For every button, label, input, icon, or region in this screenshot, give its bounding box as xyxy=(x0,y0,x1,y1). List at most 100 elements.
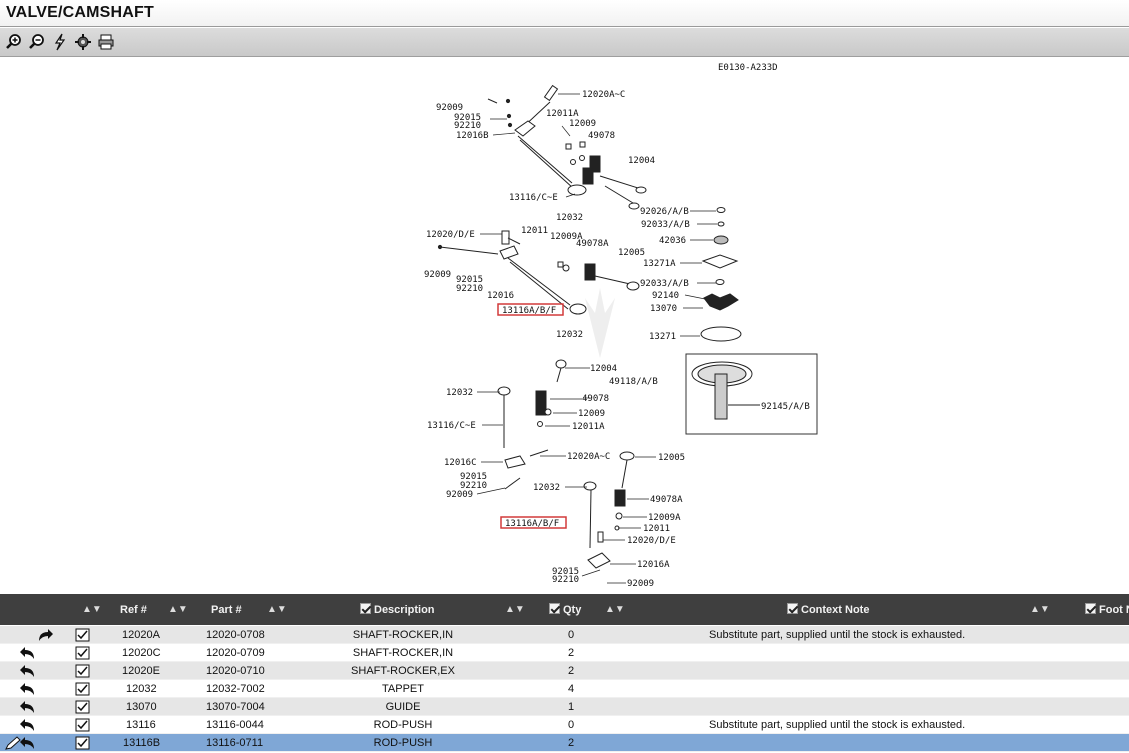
column-visible-checkbox[interactable] xyxy=(787,603,798,614)
add-to-cart-checkbox-icon[interactable] xyxy=(74,698,92,716)
table-row[interactable]: 13116 13116-0044 ROD-PUSH 0 Substitute p… xyxy=(0,716,1129,734)
part-number-cell[interactable]: 13116-0044 xyxy=(206,719,264,731)
callout-label: 12016 xyxy=(487,291,514,301)
table-row[interactable]: 12020A 12020-0708 SHAFT-ROCKER,IN 0 Subs… xyxy=(0,626,1129,644)
callout-label: 12032 xyxy=(556,330,583,340)
callout-label: 12016B xyxy=(456,131,489,141)
callout-label: 13271 xyxy=(649,332,676,342)
print-icon xyxy=(98,34,114,50)
column-header-label: Qty xyxy=(563,603,582,616)
callout-label: 92015 xyxy=(460,472,487,482)
zoom-in-button[interactable] xyxy=(3,31,25,53)
quick-action-button[interactable] xyxy=(49,31,71,53)
drawing-rocker-top xyxy=(487,84,729,245)
part-number-cell[interactable]: 13070-7004 xyxy=(206,701,265,713)
sort-icon[interactable]: ▲▼ xyxy=(168,604,188,615)
back-arrow-icon[interactable] xyxy=(19,662,37,680)
back-arrow-icon[interactable] xyxy=(19,680,37,698)
description-cell: SHAFT-ROCKER,IN xyxy=(352,629,454,641)
table-row[interactable]: 12032 12032-7002 TAPPET 4 xyxy=(0,680,1129,698)
ref-cell: 12020E xyxy=(122,665,160,677)
column-header-label: Context Note xyxy=(801,603,870,616)
callout-label: 12016C xyxy=(444,458,477,468)
table-row-selected[interactable]: 13116B 13116-0711 ROD-PUSH 2 xyxy=(0,734,1129,752)
edit-pencil-icon[interactable] xyxy=(4,734,22,752)
back-arrow-icon[interactable] xyxy=(19,734,37,752)
column-header-context-note[interactable]: Context Note xyxy=(787,594,869,625)
description-cell: ROD-PUSH xyxy=(373,737,433,749)
column-visible-checkbox[interactable] xyxy=(1085,603,1096,614)
callout-label: 12016A xyxy=(637,560,670,570)
column-header-description[interactable]: Description xyxy=(360,594,435,625)
callout-label: 49078 xyxy=(588,131,615,141)
callout-label: 92015 xyxy=(456,275,483,285)
highlight-box-upper xyxy=(497,303,564,316)
add-to-cart-checkbox-icon[interactable] xyxy=(74,734,92,752)
ref-cell: 13070 xyxy=(126,701,157,713)
watermark-logo xyxy=(585,288,615,358)
callout-label: 12005 xyxy=(618,248,645,258)
sort-icon[interactable]: ▲▼ xyxy=(82,604,102,615)
column-visible-checkbox[interactable] xyxy=(549,603,560,614)
ref-cell: 13116B xyxy=(123,737,161,749)
callout-label: 13116A/B/F xyxy=(502,306,556,316)
callout-label: 49078 xyxy=(582,394,609,404)
column-header-ref[interactable]: Ref # xyxy=(120,603,147,616)
add-to-cart-checkbox-icon[interactable] xyxy=(74,680,92,698)
qty-cell: 2 xyxy=(567,647,575,659)
context-note-cell: Substitute part, supplied until the stoc… xyxy=(709,629,966,641)
callout-label: 49118/A/B xyxy=(609,377,658,387)
parts-diagram[interactable]: E0130-A233D xyxy=(0,58,1129,593)
table-row[interactable]: 12020C 12020-0709 SHAFT-ROCKER,IN 2 xyxy=(0,644,1129,662)
back-arrow-icon[interactable] xyxy=(19,644,37,662)
lightning-icon xyxy=(54,33,66,51)
callout-label: 49078A xyxy=(650,495,683,505)
add-to-cart-checkbox-icon[interactable] xyxy=(74,644,92,662)
callout-label: 92210 xyxy=(460,481,487,491)
part-number-cell[interactable]: 12020-0710 xyxy=(206,665,265,677)
table-row[interactable]: 13070 13070-7004 GUIDE 1 xyxy=(0,698,1129,716)
callout-label: 92210 xyxy=(454,121,481,131)
print-button[interactable] xyxy=(95,31,117,53)
sort-icon[interactable]: ▲▼ xyxy=(505,604,525,615)
description-cell: SHAFT-ROCKER,IN xyxy=(352,647,454,659)
add-to-cart-checkbox-icon[interactable] xyxy=(74,626,92,644)
sort-icon[interactable]: ▲▼ xyxy=(1030,604,1050,615)
callout-label: 92145/A/B xyxy=(761,402,810,412)
add-to-cart-checkbox-icon[interactable] xyxy=(74,716,92,734)
exploded-view-drawing: E0130-A233D xyxy=(424,63,818,589)
ref-cell: 12020A xyxy=(122,629,160,641)
table-row[interactable]: 12020E 12020-0710 SHAFT-ROCKER,EX 2 xyxy=(0,662,1129,680)
part-number-cell[interactable]: 13116-0711 xyxy=(206,737,264,749)
settings-button[interactable] xyxy=(72,31,94,53)
part-number-cell[interactable]: 12020-0709 xyxy=(206,647,265,659)
callout-label: 12020A~C xyxy=(567,452,610,462)
callout-label: 12009A xyxy=(550,232,583,242)
column-visible-checkbox[interactable] xyxy=(360,603,371,614)
table-header: ▲▼ Ref # ▲▼ Part # ▲▼ Description ▲▼ Qty… xyxy=(0,594,1129,625)
ref-cell: 13116 xyxy=(126,719,156,731)
back-arrow-icon[interactable] xyxy=(19,698,37,716)
forward-arrow-icon[interactable] xyxy=(36,626,54,644)
drawing-rocker-middle xyxy=(437,230,742,342)
window-titlebar: VALVE/CAMSHAFT xyxy=(0,0,1129,27)
page-title: VALVE/CAMSHAFT xyxy=(6,4,154,21)
add-to-cart-checkbox-icon[interactable] xyxy=(74,662,92,680)
column-header-part[interactable]: Part # xyxy=(211,603,242,616)
back-arrow-icon[interactable] xyxy=(19,716,37,734)
callout-label: 12032 xyxy=(533,483,560,493)
sort-icon[interactable]: ▲▼ xyxy=(267,604,287,615)
part-number-cell[interactable]: 12020-0708 xyxy=(206,629,265,641)
callout-label: 13116/C~E xyxy=(427,421,476,431)
zoom-out-button[interactable] xyxy=(26,31,48,53)
context-note-cell: Substitute part, supplied until the stoc… xyxy=(709,719,966,731)
qty-cell: 2 xyxy=(567,737,575,749)
callout-label: 12004 xyxy=(590,364,617,374)
column-header-qty[interactable]: Qty xyxy=(549,594,581,625)
callout-label: 12032 xyxy=(446,388,473,398)
leader-lines xyxy=(476,93,760,584)
sort-icon[interactable]: ▲▼ xyxy=(605,604,625,615)
description-cell: ROD-PUSH xyxy=(373,719,433,731)
part-number-cell[interactable]: 12032-7002 xyxy=(206,683,265,695)
column-header-foot-note[interactable]: Foot N xyxy=(1085,594,1129,625)
